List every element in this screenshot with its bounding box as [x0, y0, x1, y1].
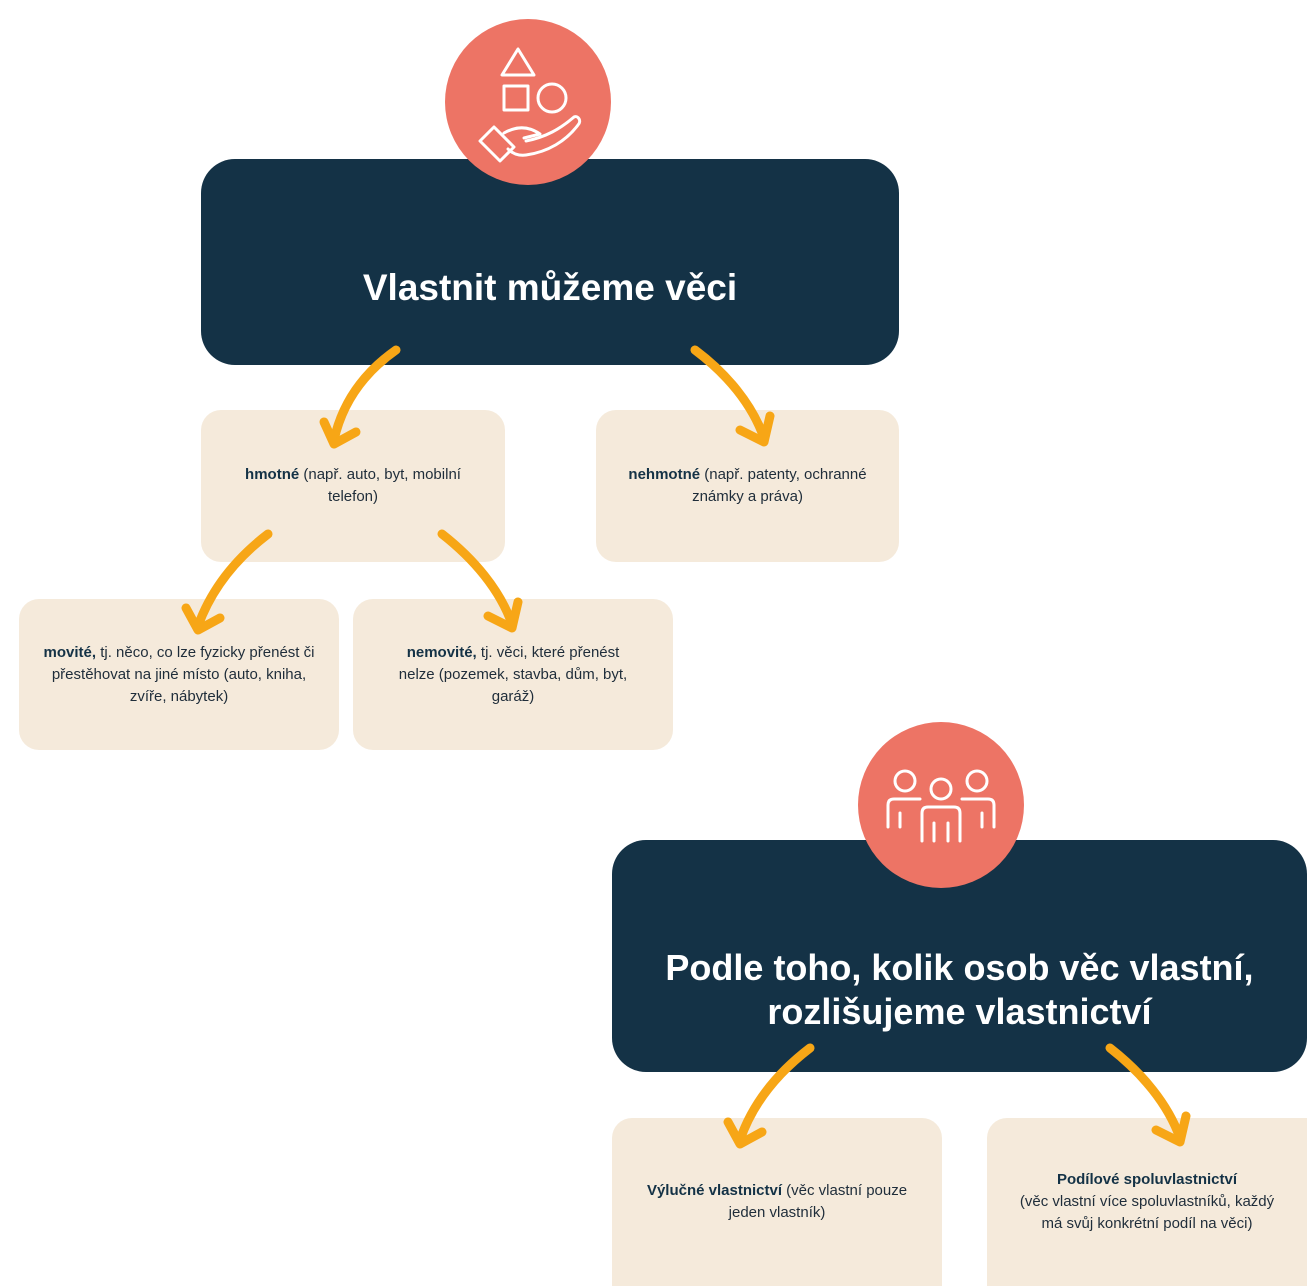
- immovable-text: nemovité, tj. věci, které přenést nelze …: [398, 643, 628, 705]
- arrow-to-tangible: [319, 345, 401, 449]
- tangible-text: hmotné (např. auto, byt, mobilní telefon…: [245, 466, 461, 505]
- immovable-box: nemovité, tj. věci, které přenést nelze …: [353, 599, 673, 750]
- hand-holding-shapes-icon: [478, 47, 582, 163]
- ownership-types-title-line2: rozlišujeme vlastnictví: [767, 991, 1152, 1032]
- arrow-to-immovable: [437, 529, 523, 633]
- intangible-text: nehmotné (např. patenty, ochranné známky…: [628, 466, 867, 505]
- co-ownership-label: Podílové spoluvlastnictví: [1056, 1171, 1238, 1188]
- movable-box: movité, tj. něco, co lze fyzicky přenést…: [19, 599, 339, 750]
- movable-text: movité, tj. něco, co lze fyzicky přenést…: [43, 643, 315, 705]
- arrow-to-co-ownership: [1105, 1043, 1191, 1147]
- co-ownership-box: Podílové spoluvlastnictví (věc vlastní v…: [987, 1118, 1307, 1286]
- ownership-things-title: Vlastnit můžeme věci: [362, 267, 738, 308]
- ownership-types-title-line1: Podle toho, kolik osob věc vlastní,: [665, 947, 1254, 988]
- sole-ownership-box: Výlučné vlastnictví (věc vlastní pouze j…: [612, 1118, 942, 1286]
- people-icon-circle: [858, 722, 1024, 888]
- arrow-to-movable: [181, 529, 273, 635]
- sole-ownership-text: Výlučné vlastnictví (věc vlastní pouze j…: [646, 1182, 908, 1221]
- hand-shapes-icon-circle: [445, 19, 611, 185]
- group-of-people-icon: [886, 769, 996, 843]
- arrow-to-sole-ownership: [723, 1043, 815, 1149]
- arrow-to-intangible: [690, 345, 775, 447]
- co-ownership-text: (věc vlastní více spoluvlastníků, každý …: [1019, 1193, 1275, 1232]
- ownership-things-title-box: Vlastnit můžeme věci: [201, 159, 899, 365]
- ownership-types-title: Podle toho, kolik osob věc vlastní, rozl…: [665, 946, 1253, 1034]
